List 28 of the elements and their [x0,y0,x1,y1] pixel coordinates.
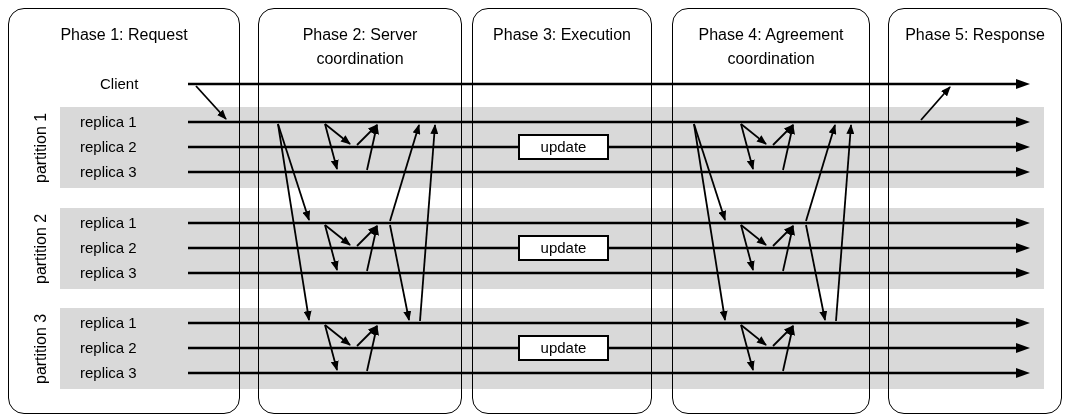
update-box: update [518,335,609,361]
phase-title: Phase 1: Request [59,25,189,45]
timeline-bar [188,79,1030,89]
timeline-bar [188,167,1030,177]
replica-label: replica 2 [80,238,137,258]
partition-label: partition 1 [31,111,50,185]
timeline-bar [188,368,1030,378]
replica-label: replica 2 [80,137,137,157]
update-box: update [518,134,609,160]
replica-label: replica 1 [80,213,137,233]
partition-label: partition 2 [31,212,50,286]
phase-title: Phase 2: Server coordination [301,25,419,69]
replica-label: replica 3 [80,263,137,283]
timeline-bar [188,318,1030,328]
partition-label: partition 3 [31,312,50,386]
timeline-bar [188,218,1030,228]
phase-title: Phase 5: Response [904,25,1046,45]
timeline-bar [188,117,1030,127]
replica-label: replica 1 [80,112,137,132]
replica-label: replica 1 [80,313,137,333]
phase-title: Phase 4: Agreement coordination [697,25,845,69]
client-label: Client [100,74,139,94]
update-box: update [518,235,609,261]
replica-label: replica 2 [80,338,137,358]
phase-title: Phase 3: Execution [492,25,632,45]
replica-label: replica 3 [80,162,137,182]
timeline-bar [188,268,1030,278]
replica-label: replica 3 [80,363,137,383]
